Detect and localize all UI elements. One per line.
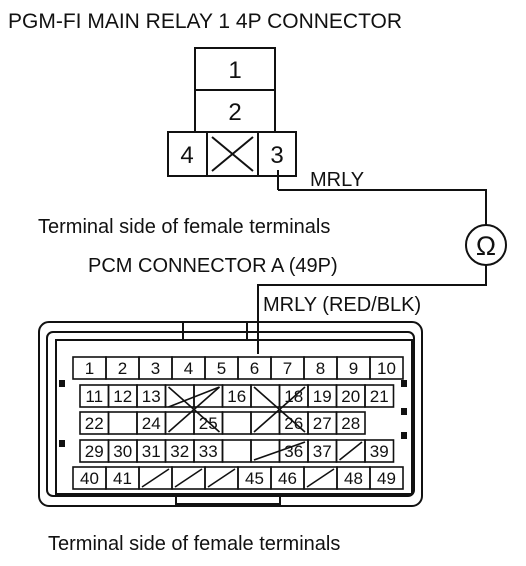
pcm-terminal-39: 39	[370, 442, 389, 461]
pcm-terminal-10: 10	[377, 359, 396, 378]
ohmmeter-icon	[465, 224, 507, 266]
pcm-terminal-36: 36	[284, 442, 303, 461]
pcm-terminal-cell	[221, 411, 252, 435]
pcm-terminal-7: 7	[283, 359, 292, 378]
pcm-connector-title: PCM CONNECTOR A (49P)	[88, 255, 338, 277]
relay-terminal-1: 1	[228, 57, 241, 84]
pcm-terminal-11: 11	[85, 387, 103, 406]
pcm-terminal-9: 9	[349, 359, 358, 378]
blank-terminal-mark	[174, 468, 203, 488]
pcm-terminal-cell	[364, 384, 395, 408]
wire-label-mrly: MRLY	[310, 169, 364, 191]
pcm-terminal-20: 20	[341, 387, 360, 406]
pcm-terminal-41: 41	[113, 469, 132, 488]
ohm-symbol: Ω	[476, 231, 496, 261]
pcm-terminal-31: 31	[142, 442, 161, 461]
relay-connector	[167, 47, 297, 177]
blank-terminal-mark	[253, 441, 306, 461]
relay-terminal-3: 3	[270, 142, 283, 169]
relay-terminal-4: 4	[180, 142, 193, 169]
relay-connector-title: PGM-FI MAIN RELAY 1 4P CONNECTOR	[8, 10, 402, 33]
pcm-terminal-1: 1	[85, 359, 94, 378]
blank-terminal-mark	[253, 386, 306, 433]
pcm-terminal-49: 49	[377, 469, 396, 488]
pcm-terminal-2: 2	[118, 359, 127, 378]
pcm-terminal-28: 28	[341, 414, 360, 433]
pcm-terminal-24: 24	[142, 414, 161, 433]
blank-terminal-mark	[167, 386, 221, 433]
pcm-terminal-13: 13	[142, 387, 161, 406]
blank-terminal-mark	[141, 468, 170, 488]
blank-terminal-mark	[339, 441, 363, 461]
blank-terminal-mark	[168, 386, 220, 408]
pcm-terminal-33: 33	[199, 442, 218, 461]
pcm-terminal-5: 5	[217, 359, 226, 378]
pcm-terminal-27: 27	[313, 414, 332, 433]
blank-terminal-mark	[306, 468, 335, 488]
pcm-terminal-32: 32	[170, 442, 189, 461]
blank-terminal-mark	[207, 468, 236, 488]
pcm-terminal-12: 12	[113, 387, 132, 406]
pcm-terminal-22: 22	[85, 414, 104, 433]
wire-label-mrly-red-blk: MRLY (RED/BLK)	[263, 294, 421, 316]
pcm-terminal-45: 45	[245, 469, 264, 488]
pcm-terminal-21: 21	[370, 387, 389, 406]
pcm-terminal-cell	[369, 466, 404, 490]
pcm-terminal-40: 40	[80, 469, 99, 488]
pcm-terminal-cell	[369, 356, 404, 380]
pcm-terminal-8: 8	[316, 359, 325, 378]
pcm-terminal-30: 30	[113, 442, 132, 461]
housing-latch-marks	[59, 380, 407, 447]
pcm-terminal-cell	[335, 411, 366, 435]
pcm-terminal-3: 3	[151, 359, 160, 378]
relay-terminal-2: 2	[228, 99, 241, 126]
pcm-terminal-grid: 1234567891011121316181920212224252627282…	[72, 356, 404, 490]
pcm-connector-housing	[38, 321, 423, 507]
pcm-terminal-16: 16	[227, 387, 246, 406]
pcm-terminal-cell	[364, 439, 395, 463]
pcm-terminal-19: 19	[313, 387, 332, 406]
pcm-terminal-4: 4	[184, 359, 193, 378]
pcm-terminal-37: 37	[313, 442, 332, 461]
pcm-terminal-cell	[250, 439, 281, 463]
pcm-terminal-cell	[107, 411, 138, 435]
pcm-terminal-29: 29	[85, 442, 104, 461]
test-wires	[257, 170, 487, 354]
pcm-terminal-6: 6	[250, 359, 259, 378]
relay-caption: Terminal side of female terminals	[38, 216, 330, 238]
pcm-terminal-46: 46	[278, 469, 297, 488]
pcm-terminal-48: 48	[344, 469, 363, 488]
pcm-terminal-cell	[221, 439, 252, 463]
pcm-caption: Terminal side of female terminals	[48, 533, 340, 555]
